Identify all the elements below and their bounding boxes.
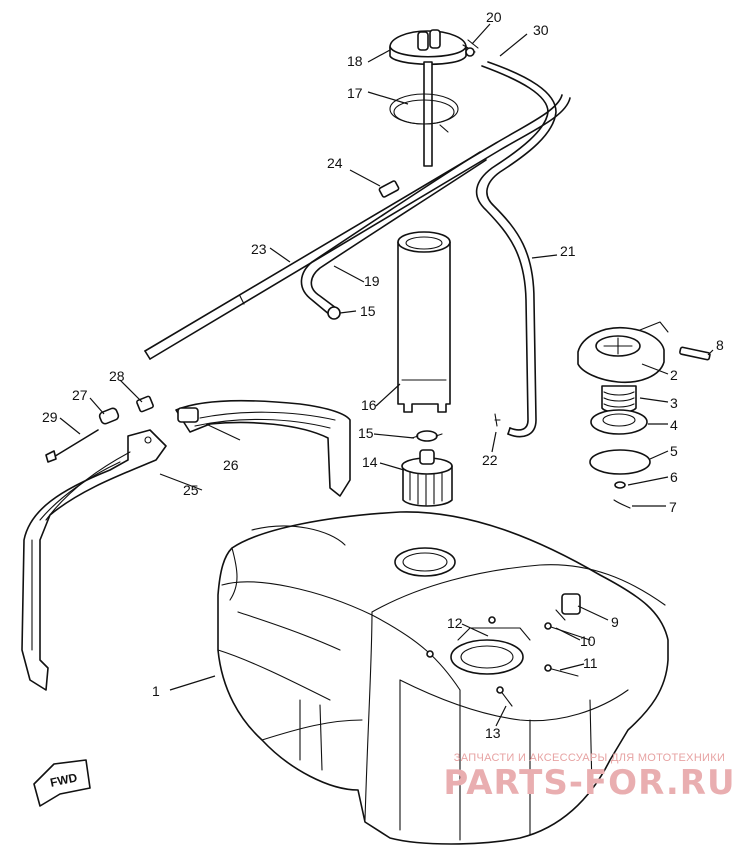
tank-hardware: [426, 616, 591, 707]
callout-15-upper: 15: [360, 303, 376, 319]
callout-30: 30: [533, 22, 549, 38]
fuel-cap-assembly: [577, 321, 711, 509]
callout-13: 13: [485, 725, 501, 741]
callout-11: 11: [583, 655, 598, 671]
callout-16: 16: [361, 397, 377, 413]
callout-10: 10: [580, 633, 596, 649]
callout-23: 23: [251, 241, 267, 257]
callout-14: 14: [362, 454, 378, 470]
fwd-direction-badge: FWD: [33, 759, 91, 807]
fuel-gauge-sender: [389, 29, 479, 167]
callout-12: 12: [447, 615, 463, 631]
callout-28: 28: [109, 368, 125, 384]
callout-29: 29: [42, 409, 58, 425]
callout-24: 24: [327, 155, 343, 171]
callout-26: 26: [223, 457, 239, 473]
callout-5: 5: [670, 443, 678, 459]
callout-numbers: 1 2 3 4 5 6 7 8 9 10 11 12 13 14 15 15 1…: [42, 9, 724, 741]
callout-1: 1: [152, 683, 160, 699]
callout-8: 8: [716, 337, 724, 353]
fwd-label: FWD: [49, 770, 79, 789]
leader-lines: [59, 23, 714, 727]
callout-25: 25: [183, 482, 199, 498]
fuel-pipes: [144, 61, 571, 438]
callout-9: 9: [611, 614, 619, 630]
fuel-tank: [217, 511, 669, 845]
callout-17: 17: [347, 85, 363, 101]
callout-2: 2: [670, 367, 678, 383]
callout-3: 3: [670, 395, 678, 411]
callout-7: 7: [669, 499, 677, 515]
callout-18: 18: [347, 53, 363, 69]
fuel-strainer: [397, 231, 453, 507]
callout-19: 19: [364, 273, 380, 289]
callout-6: 6: [670, 469, 678, 485]
callout-20: 20: [486, 9, 502, 25]
tank-brackets: [21, 395, 351, 691]
callout-22: 22: [482, 452, 498, 468]
callout-4: 4: [670, 417, 678, 433]
callout-27: 27: [72, 387, 88, 403]
callout-21: 21: [560, 243, 576, 259]
callout-15-lower: 15: [358, 425, 374, 441]
